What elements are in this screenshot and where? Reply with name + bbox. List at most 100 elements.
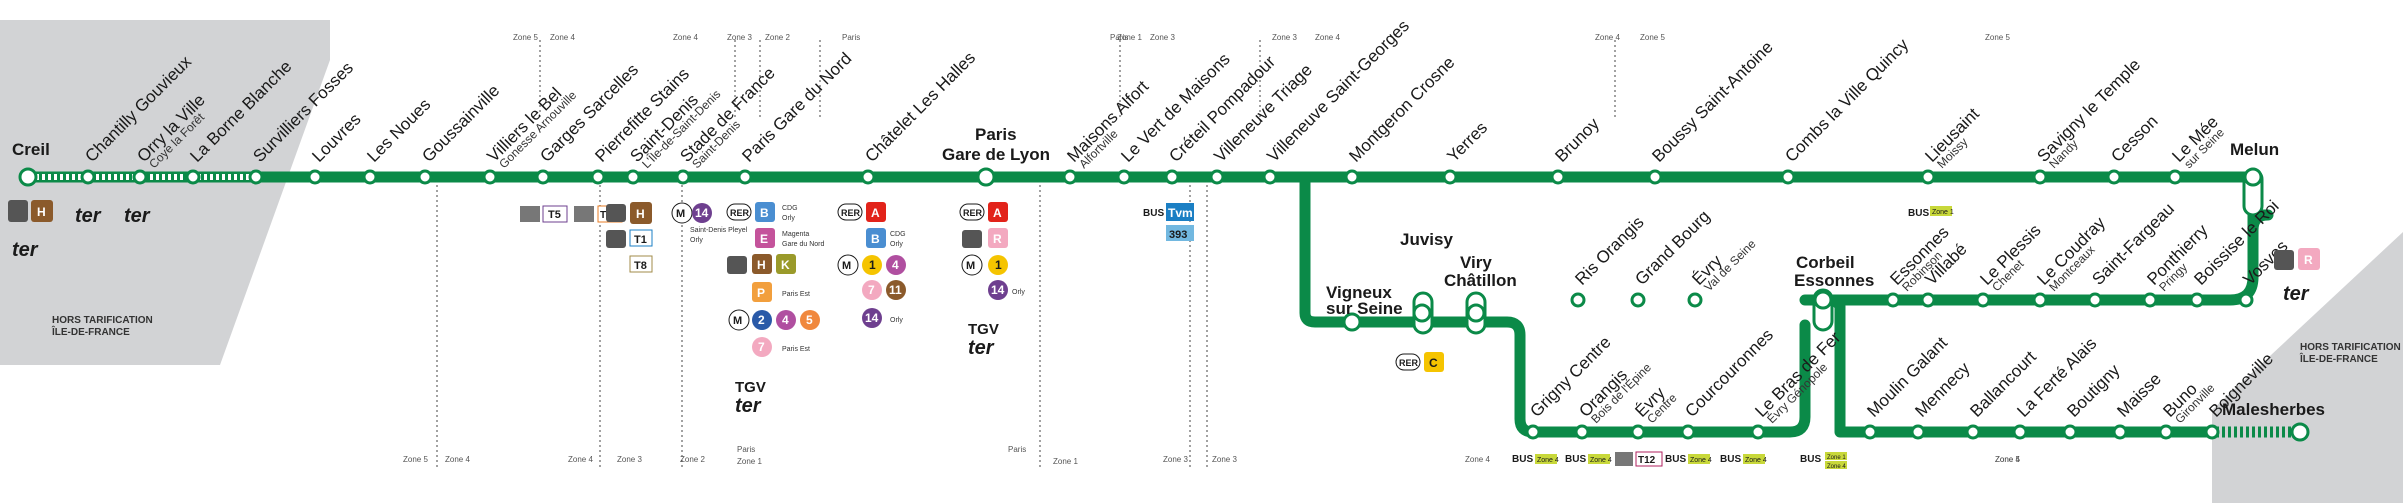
station-dot-plessis[interactable] — [1975, 292, 1991, 308]
train-icon — [727, 256, 747, 274]
station-dot-montgeron[interactable] — [1344, 169, 1360, 185]
metro-7-badge — [752, 337, 772, 357]
station-dot-vertmaisons[interactable] — [1116, 169, 1132, 185]
station-dot-maisse[interactable] — [2112, 424, 2128, 440]
station-dot-pierrefitte[interactable] — [590, 169, 606, 185]
station-dot-moulin[interactable] — [1862, 424, 1878, 440]
magenta-label: Magenta — [782, 231, 809, 238]
station-dot-stgeorges[interactable] — [1262, 169, 1278, 185]
station-sublabel-viry: Châtillon — [1444, 271, 1517, 290]
station-dot-louvres[interactable] — [307, 169, 323, 185]
station-dot-chantilly[interactable] — [80, 169, 96, 185]
station-dot-gdn[interactable] — [737, 169, 753, 185]
tram-icon — [1615, 452, 1633, 466]
ter-logo: ter — [968, 337, 995, 359]
line-r-badge — [988, 228, 1008, 248]
zone-label-top: Zone 5 — [513, 33, 538, 42]
station-dot-creteil[interactable] — [1164, 169, 1180, 185]
zone-4-label: Zone 4 — [1827, 464, 1846, 470]
connections-lieusaint: BUS Zone 1 — [1908, 206, 1954, 219]
station-dot-courcouronnes[interactable] — [1680, 424, 1696, 440]
station-dot-lferte[interactable] — [2012, 424, 2028, 440]
station-dot-leme[interactable] — [2167, 169, 2183, 185]
station-dot-villiers[interactable] — [482, 169, 498, 185]
ter-logo: ter — [124, 205, 151, 227]
station-dot-cesson[interactable] — [2106, 169, 2122, 185]
zone-label-bottom: Paris — [1008, 445, 1026, 454]
hors-tarif-label-south-line2: ÎLE-DE-FRANCE — [2299, 352, 2378, 365]
zone-boundaries — [436, 40, 1616, 470]
ter-logo: ter — [735, 395, 762, 417]
zone-label-top: Zone 4 — [550, 33, 575, 42]
connections-melun: R ter — [2274, 248, 2320, 305]
station-dot-boissise[interactable] — [2189, 292, 2205, 308]
station-dot-robinson[interactable] — [1885, 292, 1901, 308]
station-dot-garges[interactable] — [535, 169, 551, 185]
station-dot-brunoy[interactable] — [1550, 169, 1566, 185]
station-dot-evryvs[interactable] — [1687, 292, 1703, 308]
station-dot-corbeil[interactable] — [1813, 290, 1833, 310]
paris-est-label: Paris Est — [782, 346, 810, 353]
zone-label-top: Zone 1 — [1117, 33, 1142, 42]
station-dot-boussy[interactable] — [1647, 169, 1663, 185]
zone-label-top: Zone 3 — [1150, 33, 1175, 42]
station-dot-orry[interactable] — [132, 169, 148, 185]
station-dot-ponthierry[interactable] — [2142, 292, 2158, 308]
rer-b-label: B — [760, 206, 769, 220]
connections-creil: H ter ter ter — [8, 200, 151, 261]
station-dot-mennecy[interactable] — [1910, 424, 1926, 440]
station-label-gdn: Paris Gare du Nord — [738, 49, 855, 166]
station-dot-vigneux[interactable] — [1342, 312, 1362, 332]
zone-label-bottom: Zone 5 — [403, 455, 428, 464]
station-dot-survilliers[interactable] — [248, 169, 264, 185]
station-dot-stade[interactable] — [675, 169, 691, 185]
station-dot-grandbourg[interactable] — [1630, 292, 1646, 308]
rer-a-label: A — [871, 206, 880, 220]
zone-label-bottom: Zone 1 — [1053, 457, 1078, 466]
station-dot-stdenis[interactable] — [625, 169, 641, 185]
station-dot-maisons[interactable] — [1062, 169, 1078, 185]
station-label-boissise: Boissise le Roi — [2190, 197, 2282, 289]
station-dot-borne[interactable] — [185, 169, 201, 185]
metro-7-badge — [862, 280, 882, 300]
saint-denis-pleyel-label: Saint-Denis Pleyel — [690, 227, 748, 234]
station-dot-creil[interactable] — [18, 167, 38, 187]
station-dot-lieusaint[interactable] — [1920, 169, 1936, 185]
station-dot-stfargeau[interactable] — [2087, 292, 2103, 308]
station-dot-villabe[interactable] — [1920, 292, 1936, 308]
metro-14-badge — [692, 203, 712, 223]
zone-1-label: Zone 1 — [1827, 455, 1846, 461]
station-dot-boigneville[interactable] — [2204, 424, 2220, 440]
rer-label: RER — [841, 208, 861, 218]
station-dot-evryc[interactable] — [1630, 424, 1646, 440]
gare-du-nord-label: Gare du Nord — [782, 241, 825, 248]
zone-label-top: Paris — [1110, 33, 1128, 42]
station-dot-goussainville[interactable] — [417, 169, 433, 185]
station-dot-viry[interactable] — [1466, 303, 1486, 323]
line-h-badge — [630, 202, 652, 224]
station-dot-vosves[interactable] — [2238, 292, 2254, 308]
station-dot-triage[interactable] — [1209, 169, 1225, 185]
station-dot-gdl[interactable] — [976, 167, 996, 187]
station-dot-malesherbes[interactable] — [2290, 422, 2310, 442]
station-dot-melun[interactable] — [2243, 167, 2263, 187]
station-dot-brasdefer[interactable] — [1750, 424, 1766, 440]
station-dot-coudray[interactable] — [2032, 292, 2048, 308]
station-dot-savigny[interactable] — [2032, 169, 2048, 185]
station-dot-ballancourt[interactable] — [1965, 424, 1981, 440]
station-dot-juvisy[interactable] — [1412, 303, 1432, 323]
station-dot-noues[interactable] — [362, 169, 378, 185]
station-dot-combs[interactable] — [1780, 169, 1796, 185]
orly-label: Orly — [782, 215, 795, 222]
station-dot-yerres[interactable] — [1442, 169, 1458, 185]
zone-label-bottom: Zone 2 — [680, 455, 705, 464]
orly-label: Orly — [1012, 289, 1025, 296]
station-sublabel-vigneux: sur Seine — [1326, 299, 1403, 318]
station-dot-boutigny[interactable] — [2062, 424, 2078, 440]
station-dot-ris[interactable] — [1570, 292, 1586, 308]
station-dot-chatelet[interactable] — [860, 169, 876, 185]
metro-4-badge — [776, 310, 796, 330]
station-dot-buno[interactable] — [2158, 424, 2174, 440]
station-dot-orangis[interactable] — [1574, 424, 1590, 440]
station-dot-grigny[interactable] — [1525, 424, 1541, 440]
